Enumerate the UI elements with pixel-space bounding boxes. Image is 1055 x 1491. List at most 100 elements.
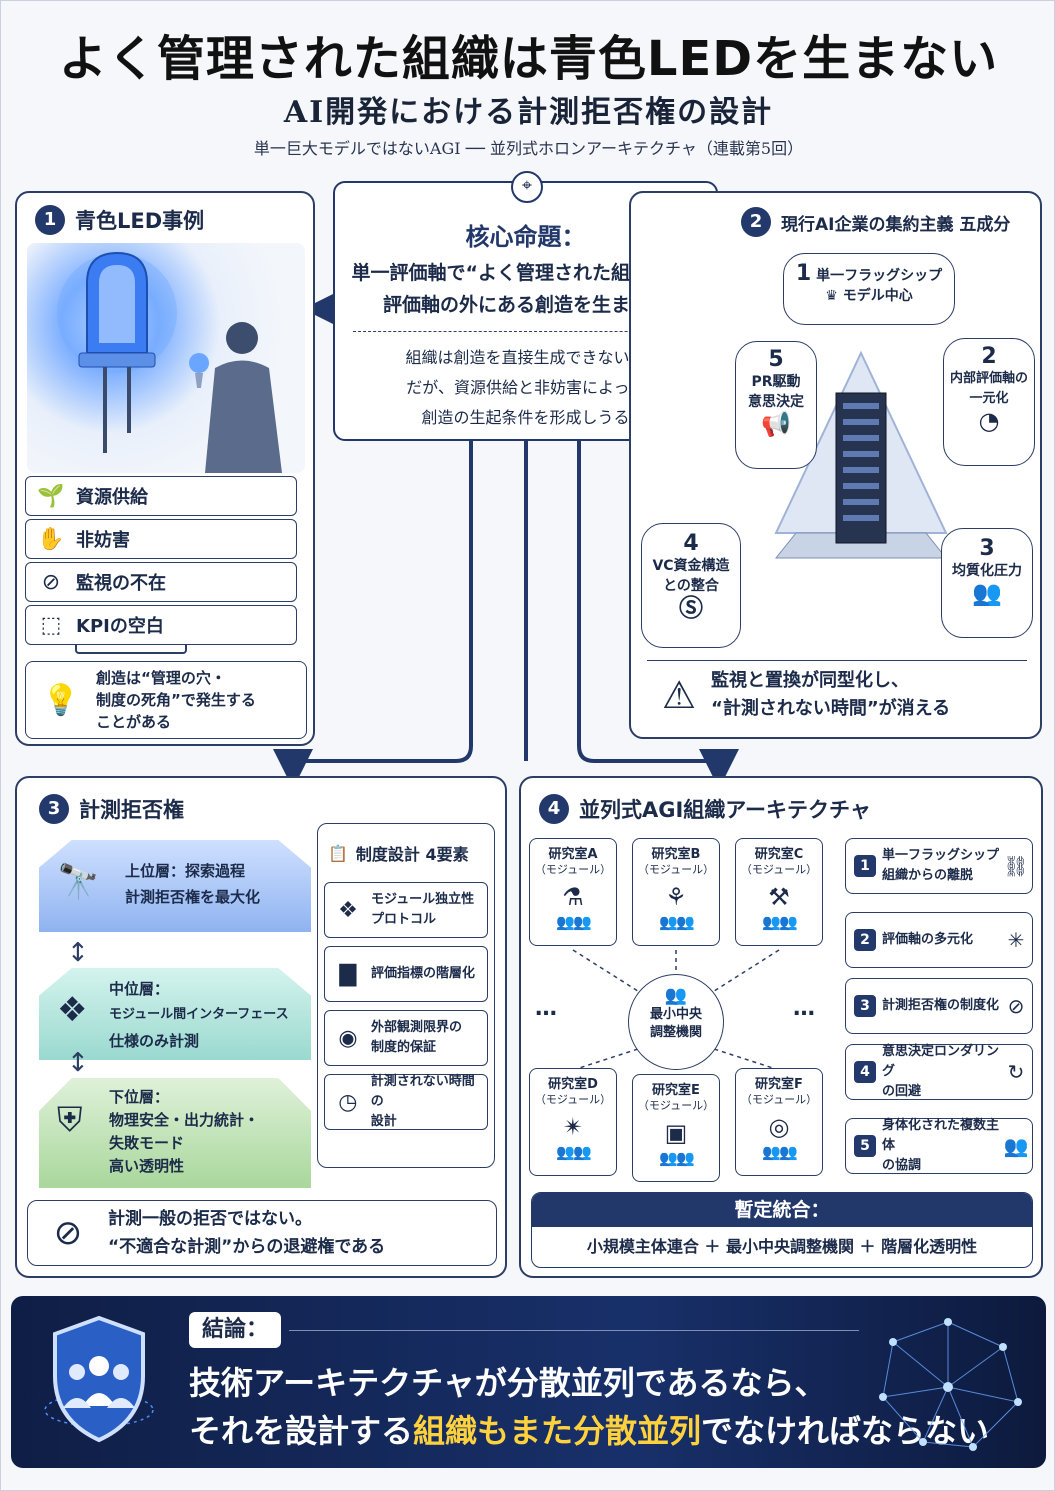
condition-item: ⬚ KPIの空白	[25, 605, 297, 645]
people-group-icon: 👥👥	[762, 1143, 797, 1161]
broken-link-icon: ⛓	[1003, 854, 1029, 878]
flask-icon: ⚗	[562, 883, 584, 911]
panel2-number: 2	[741, 207, 771, 237]
component-bubble: 5 PR駆動 意思決定 📢	[735, 341, 817, 469]
divider	[353, 331, 698, 332]
panel3-note: ⊘ 計測一般の拒否ではない。 “不適合な計測”からの退避権である	[27, 1200, 497, 1266]
people-group-icon: 👥👥	[556, 1143, 591, 1161]
layer-text: 仕様のみ計測	[109, 1032, 200, 1050]
conclusion-tag: 結論：	[189, 1312, 281, 1348]
panel1-heading: 1 青色LED事例	[35, 205, 204, 235]
panel1-number: 1	[35, 205, 65, 235]
feature-item: 4 意思決定ロンダリングの回避 ↻	[845, 1044, 1033, 1100]
panel-centralization: 2 現行AI企業の集約主義 五成分 1 単一フラッグシップ ♛ モデル中心 2 …	[629, 191, 1042, 739]
layer-lower: ⛨ 下位層： 物理安全・出力統計・ 失敗モード 高い透明性	[39, 1078, 311, 1188]
people-group-icon: 👥👥	[659, 913, 694, 931]
insight-line: ことがある	[96, 713, 172, 731]
telescope-icon: 🔭	[57, 862, 100, 902]
updown-arrow-icon: ↕	[67, 1048, 89, 1078]
lab-module: 研究室D （モジュール） ✴ 👥👥	[529, 1068, 617, 1176]
star-network-icon: ✳	[1007, 928, 1025, 952]
panel-parallel-agi: 4 並列式AGI組織アーキテクチャ 研究室A （モジュール） ⚗ 👥👥 研究室B…	[519, 776, 1043, 1278]
ellipsis: …	[793, 996, 817, 1021]
condition-item: ⊘ 監視の不在	[25, 562, 297, 602]
page-title: よく管理された組織は青色LEDを生まない	[58, 31, 999, 87]
feature-item: 2 評価軸の多元化 ✳	[845, 912, 1033, 968]
feature-item: 5 身体化された複数主体の協調 👥	[845, 1118, 1033, 1174]
condition-label: 監視の不在	[76, 573, 166, 594]
warning-line: 監視と置換が同型化し、	[711, 669, 909, 691]
highlight-text: 組織もまた	[413, 1412, 574, 1450]
interim-body: 小規模主体連合 ＋ 最小中央調整機関 ＋ 階層化透明性	[586, 1237, 978, 1256]
refresh-icon: ↻	[1007, 1060, 1025, 1084]
central-hub: 👥 最小中央 調整機関	[628, 974, 724, 1070]
layer-text: 上位層：探索過程	[125, 862, 246, 880]
interim-title: 暫定統合：	[532, 1193, 1032, 1227]
panel3-number: 3	[39, 794, 69, 824]
component-bubble: 2 内部評価軸の 一元化 ◔	[943, 338, 1035, 466]
ellipsis: …	[535, 996, 559, 1021]
blue-led-illustration	[27, 243, 305, 473]
lab-module: 研究室A （モジュール） ⚗ 👥👥	[529, 838, 617, 946]
clipboard-icon: 📋	[328, 843, 348, 863]
core-body-line: だが、資源供給と非妨害によって	[406, 378, 645, 397]
condition-label: 資源供給	[76, 487, 148, 508]
warning-triangle-icon: ⚠	[661, 672, 697, 717]
core-body-line: 創造の生起条件を形成しうる	[421, 408, 630, 427]
feature-item: 3 計測拒否権の制度化 ⊘	[845, 978, 1033, 1034]
warning-line: “計測されない時間”が消える	[711, 697, 951, 719]
rules-title: 制度設計 4要素	[355, 845, 469, 864]
core-statement-line: 評価軸の外にある創造を生まない	[382, 294, 668, 316]
core-body-line: 組織は創造を直接生成できない。	[405, 348, 646, 367]
layer-text: 物理安全・出力統計・	[109, 1111, 260, 1129]
rule-item: ❖ モジュール独立性プロトコル	[324, 882, 488, 938]
eye-slash-icon: ⊘	[53, 1213, 83, 1253]
server-tower-icon	[774, 350, 948, 559]
shield-chart-icon: ⛨	[57, 1100, 83, 1140]
design-rules-box: 📋 制度設計 4要素 ❖ モジュール独立性プロトコル ▇ 評価指標の階層化 ◉ …	[317, 823, 495, 1168]
lab-module: 研究室B （モジュール） ⚘ 👥👥	[632, 838, 720, 946]
network-nodes-icon: ✴	[562, 1113, 584, 1141]
robot-arm-icon: ⚒	[768, 883, 790, 911]
crown-icon: ♛	[825, 288, 843, 304]
interim-integration: 暫定統合： 小規模主体連合 ＋ 最小中央調整機関 ＋ 階層化透明性	[531, 1192, 1033, 1268]
puzzle-icon: ❖	[57, 990, 88, 1030]
panel4-heading: 4 並列式AGI組織アーキテクチャ	[539, 794, 871, 824]
eye-slash-icon: ⊘	[41, 569, 61, 595]
people-group-icon: 👥	[972, 579, 1002, 607]
page-subtitle: AI開発における計測拒否権の設計	[283, 95, 774, 130]
panel2-warning: ⚠ 監視と置換が同型化し、 “計測されない時間”が消える	[647, 660, 1027, 728]
highlight-text: 分散並列	[573, 1412, 702, 1450]
clock-icon: ◷	[338, 1089, 358, 1115]
panel4-title: 並列式AGI組織アーキテクチャ	[579, 798, 871, 822]
eye-shield-icon: ◉	[338, 1025, 358, 1051]
target-icon: ⌖	[511, 171, 543, 203]
insight-line: 制度の死角”で発生する	[96, 691, 256, 709]
rule-item: ▇ 評価指標の階層化	[324, 946, 488, 1002]
people-group-icon: 👥👥	[556, 913, 591, 931]
note-line: 計測一般の拒否ではない。	[108, 1209, 312, 1229]
condition-label: 非妨害	[76, 530, 130, 551]
people-group-icon: 👥	[664, 985, 688, 1006]
rule-item: ◉ 外部観測限界の制度的保証	[324, 1010, 488, 1066]
bar-chart-icon: ▇	[339, 961, 357, 987]
lab-module: 研究室E （モジュール） ▣ 👥👥	[632, 1074, 720, 1182]
panel2-heading: 2 現行AI企業の集約主義 五成分	[741, 207, 1010, 237]
series-label: 単一巨大モデルではないAGI ── 並列式ホロンアーキテクチャ（連載第5回）	[253, 139, 804, 158]
note-line: “不適合な計測”からの退避権である	[108, 1237, 386, 1257]
megaphone-icon: 📢	[761, 410, 791, 438]
layer-text: 高い透明性	[109, 1157, 185, 1175]
condition-item: ✋ 非妨害	[25, 519, 297, 559]
condition-label: KPIの空白	[76, 616, 164, 637]
layer-text: 下位層：	[109, 1088, 170, 1106]
shield-people-icon	[44, 1315, 154, 1443]
panel1-insight: 💡 創造は“管理の穴・ 制度の死角”で発生する ことがある	[25, 661, 307, 739]
lab-module: 研究室F （モジュール） ◎ 👥👥	[735, 1068, 823, 1176]
globe-icon: ◎	[768, 1113, 790, 1141]
stop-hand-icon: ✋	[37, 526, 65, 552]
dashed-box-icon: ⬚	[40, 612, 62, 638]
layer-upper: 🔭 上位層：探索過程 計測拒否権を最大化	[39, 840, 311, 932]
puzzle-piece-icon: ❖	[338, 897, 358, 923]
core-statement-line: 単一評価軸で“よく管理された組織”は、	[351, 262, 700, 284]
